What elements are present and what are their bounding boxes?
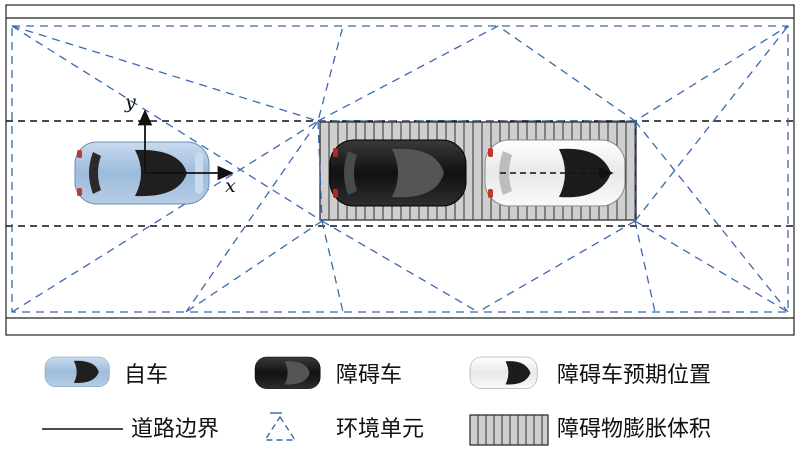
x-axis-label: x: [225, 175, 236, 197]
cell-edge: [634, 120, 789, 313]
cell-edge: [477, 220, 636, 313]
legend-label-predicted: 障碍车预期位置: [557, 363, 711, 388]
legend-label-obstacle: 障碍车: [336, 363, 402, 388]
legend-environment-cell-icon: [263, 415, 297, 441]
legend-ego-car-icon: [44, 356, 110, 388]
legend: 自车 障碍车 障碍车预期位置 道路边界 环境单元 障碍物膨胀体积: [42, 356, 711, 446]
obstacle-car: [329, 139, 467, 207]
hatch-box: [469, 414, 549, 446]
legend-item-ego: 自车: [44, 356, 168, 388]
legend-label-expansion: 障碍物膨胀体积: [557, 417, 711, 442]
cell-outline: [11, 25, 789, 313]
cell-edge: [634, 220, 789, 313]
legend-obstacle-car-icon: [254, 356, 321, 389]
cell-edge: [317, 120, 323, 222]
legend-item-expansion: 障碍物膨胀体积: [469, 414, 711, 446]
local-axes: [137, 109, 234, 181]
legend-label-ego: 自车: [124, 363, 168, 388]
cell-edge: [321, 220, 344, 313]
cell-edge: [317, 25, 789, 122]
environment-cells: [11, 25, 789, 313]
y-axis-label: y: [124, 91, 136, 113]
cell-edge: [321, 220, 479, 313]
legend-label-environment-cell: 环境单元: [336, 417, 424, 442]
legend-item-obstacle: 障碍车: [254, 356, 402, 389]
legend-predicted-car-icon: [469, 356, 538, 389]
cell-edge: [634, 220, 656, 313]
legend-label-road-boundary: 道路边界: [131, 417, 219, 442]
legend-item-environment-cell: 环境单元: [263, 412, 424, 442]
cell-edge: [11, 25, 323, 222]
legend-item-predicted: 障碍车预期位置: [469, 356, 711, 389]
cell-edge: [11, 25, 344, 313]
legend-item-road-boundary: 道路边界: [42, 417, 219, 442]
